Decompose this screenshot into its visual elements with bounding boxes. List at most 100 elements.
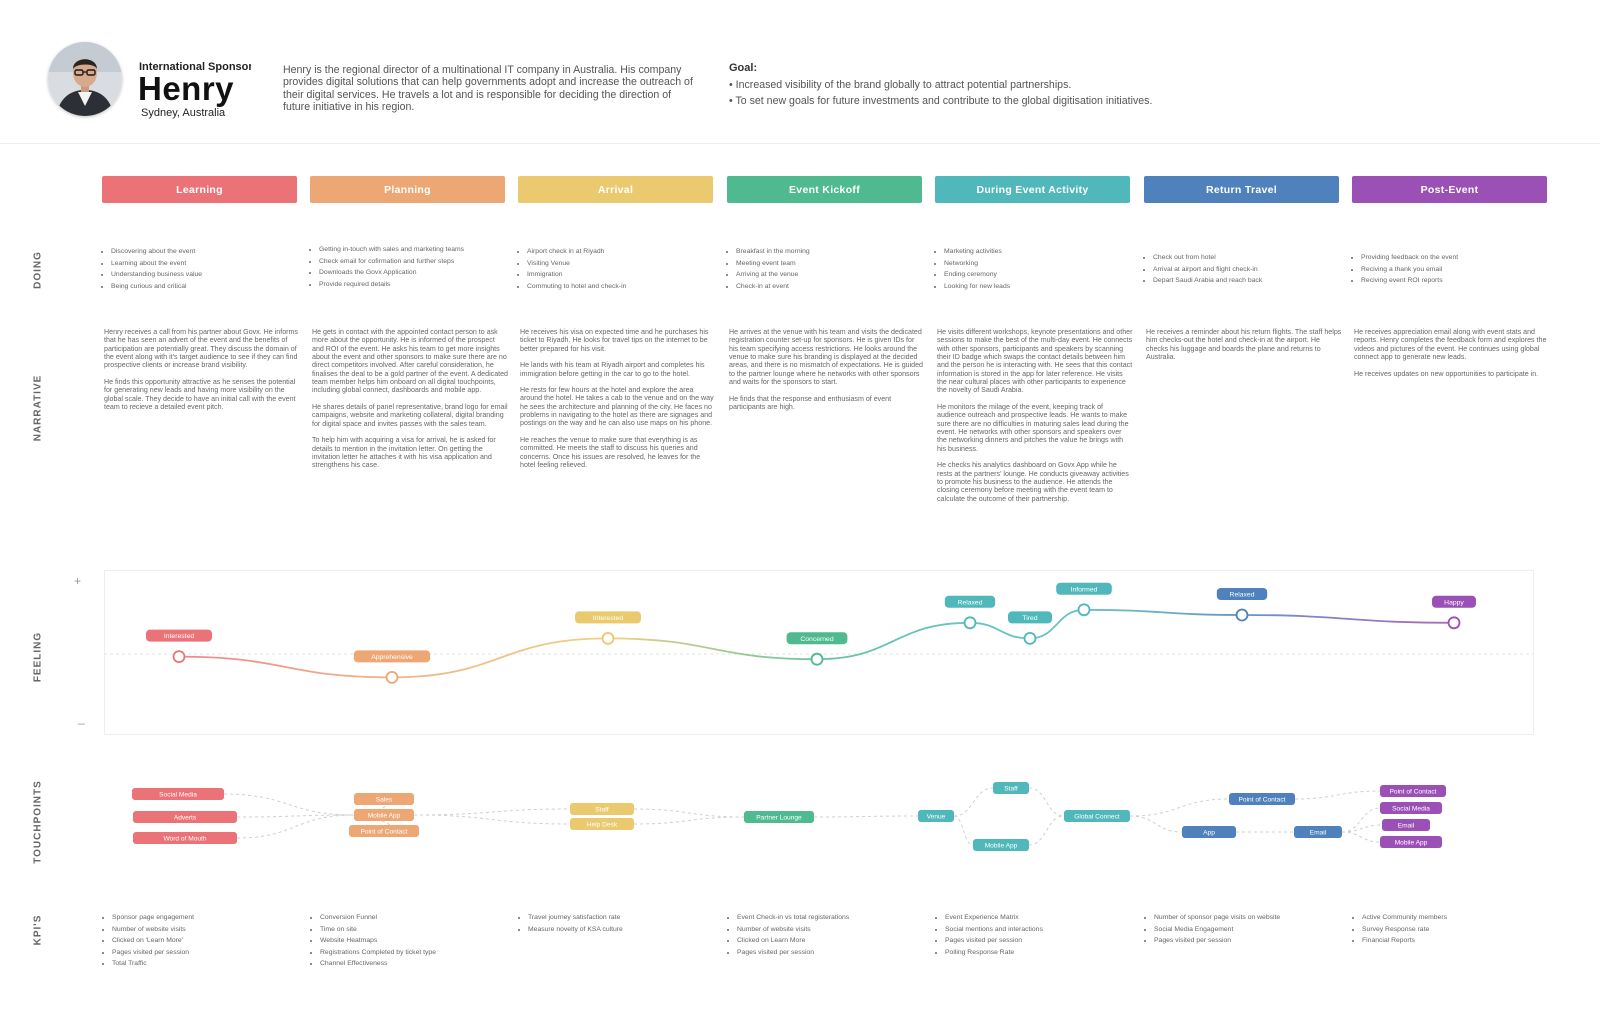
kpi-item: Social mentions and interactions xyxy=(945,924,1123,936)
kpi-item: Survey Response rate xyxy=(1362,924,1540,936)
kpi-item: Event Experience Matrix xyxy=(945,912,1123,924)
doing-item: Breakfast in the morning xyxy=(736,246,922,258)
touchpoint-pill-bg xyxy=(133,832,237,844)
doing-cell: Breakfast in the morningMeeting event te… xyxy=(727,246,922,292)
stage-header: During Event Activity xyxy=(935,176,1130,203)
kpi-cell: Travel journey satisfaction rateMeasure … xyxy=(516,912,706,935)
touchpoint-label: Social Media xyxy=(159,792,197,799)
touchpoint-link xyxy=(1341,824,1383,833)
doing-cell: Airport check in at RiyadhVisiting Venue… xyxy=(518,246,713,292)
doing-cell: Check out from hotelArrival at airport a… xyxy=(1144,252,1339,287)
touchpoint-pill: Venue xyxy=(918,810,954,822)
kpi-item: Pages visited per session xyxy=(112,947,290,959)
kpi-item: Clicked on Learn More xyxy=(737,935,915,947)
touchpoint-label: Help Desk xyxy=(587,822,618,829)
narrative-cell: Henry receives a call from his partner a… xyxy=(104,328,300,419)
touchpoint-pill-bg xyxy=(1380,836,1442,848)
doing-item: Learning about the event xyxy=(111,258,297,270)
touchpoint-pill: Point of Contact xyxy=(1229,793,1295,805)
touchpoint-link xyxy=(353,798,415,816)
touchpoint-pill: Mobile App xyxy=(973,839,1029,851)
doing-item: Depart Saudi Arabia and reach back xyxy=(1153,275,1339,287)
touchpoint-pill-bg xyxy=(744,811,814,823)
touchpoint-link xyxy=(413,814,571,825)
kpi-item: Pages visited per session xyxy=(1154,935,1332,947)
touchpoint-label: Point of Contact xyxy=(361,829,408,836)
kpi-cell: Event Experience MatrixSocial mentions a… xyxy=(933,912,1123,958)
touchpoint-pill: Email xyxy=(1382,819,1430,831)
kpi-cell: Sponsor page engagementNumber of website… xyxy=(100,912,290,970)
touchpoint-label: Staff xyxy=(595,807,609,814)
doing-cell: Providing feedback on the eventReciving … xyxy=(1352,252,1547,287)
doing-item: Meeting event team xyxy=(736,258,922,270)
kpi-item: Number of website visits xyxy=(112,924,290,936)
narrative-paragraph: He receives appreciation email along wit… xyxy=(1354,328,1547,362)
touchpoint-pill-bg xyxy=(354,809,414,821)
doing-item: Arrival at airport and flight check-in xyxy=(1153,264,1339,276)
doing-item: Understanding business value xyxy=(111,269,297,281)
touchpoint-pill-bg xyxy=(1064,810,1130,822)
narrative-paragraph: To help him with acquiring a visa for ar… xyxy=(312,436,496,470)
doing-item: Check email for cofirmation and further … xyxy=(319,256,505,268)
touchpoint-pill: Global Connect xyxy=(1064,810,1130,822)
kpi-item: Channel Effectiveness xyxy=(320,958,498,970)
stage-header: Arrival xyxy=(518,176,713,203)
doing-cell: Discovering about the eventLearning abou… xyxy=(102,246,297,292)
touchpoint-label: Mobile App xyxy=(985,843,1018,850)
touchpoint-link xyxy=(633,808,745,818)
touchpoint-pill: Staff xyxy=(570,803,634,815)
touchpoint-link xyxy=(223,793,355,816)
touchpoint-label: Adverts xyxy=(174,815,197,822)
touchpoint-pill: Point of Contact xyxy=(1380,785,1446,797)
narrative-paragraph: He arrives at the venue with his team an… xyxy=(729,328,924,387)
stage-header: Post-Event xyxy=(1352,176,1547,203)
narrative-paragraph: He gets in contact with the appointed co… xyxy=(312,328,509,395)
kpi-item: Event Check-in vs total registerations xyxy=(737,912,915,924)
touchpoint-pill-bg xyxy=(133,811,237,823)
narrative-paragraph: He visits different workshops, keynote p… xyxy=(937,328,1133,395)
touchpoint-label: Mobile App xyxy=(368,813,401,820)
touchpoint-pill: App xyxy=(1182,826,1236,838)
kpi-item: Number of website visits xyxy=(737,924,915,936)
doing-item: Getting in-touch with sales and marketin… xyxy=(319,244,505,256)
touchpoint-pill: Mobile App xyxy=(354,809,414,821)
touchpoint-pill: Word of Mouth xyxy=(133,832,237,844)
touchpoint-link xyxy=(353,814,420,832)
doing-item: Being curious and critical xyxy=(111,281,297,293)
kpi-item: Registrations Completed by ticket type xyxy=(320,947,498,959)
narrative-paragraph: He receives updates on new opportunities… xyxy=(1354,369,1539,378)
touchpoint-label: Global Connect xyxy=(1074,814,1120,821)
touchpoint-pill-bg xyxy=(1182,826,1236,838)
persona-header: International Sponsor Henry Sydney, Aust… xyxy=(0,0,1600,144)
doing-item: Reciving event ROI reports xyxy=(1361,275,1547,287)
touchpoint-link xyxy=(1028,787,1065,817)
kpi-item: Total Traffic xyxy=(112,958,290,970)
stage-header: Event Kickoff xyxy=(727,176,922,203)
touchpoint-pill: Mobile App xyxy=(1380,836,1442,848)
kpi-item: Measure novelty of KSA culture xyxy=(528,924,706,936)
doing-item: Visiting Venue xyxy=(527,258,713,270)
touchpoint-link xyxy=(236,814,355,839)
goal-item: Increased visibility of the brand global… xyxy=(729,78,1152,94)
touchpoint-pill: Help Desk xyxy=(570,818,634,830)
doing-cell: Marketing activitiesNetworkingEnding cer… xyxy=(935,246,1130,292)
doing-item: Networking xyxy=(944,258,1130,270)
touchpoint-link xyxy=(1028,815,1065,846)
touchpoint-pill: Partner Lounge xyxy=(744,811,814,823)
doing-item: Looking for new leads xyxy=(944,281,1130,293)
touchpoint-label: App xyxy=(1203,830,1215,837)
persona-name: Henry xyxy=(138,70,235,107)
doing-item: Immigration xyxy=(527,269,713,281)
touchpoint-pill-bg xyxy=(1382,819,1430,831)
touchpoint-link xyxy=(1341,807,1381,833)
narrative-paragraph: He checks his analytics dashboard on Gov… xyxy=(937,461,1129,503)
doing-item: Downloads the Govx Application xyxy=(319,267,505,279)
narrative-cell: He receives appreciation email along wit… xyxy=(1354,328,1550,386)
touchpoint-pill: Point of Contact xyxy=(349,825,419,837)
feeling-minus-mark: – xyxy=(78,716,85,730)
narrative-cell: He gets in contact with the appointed co… xyxy=(312,328,508,478)
kpi-cell: Event Check-in vs total registerationsNu… xyxy=(725,912,915,958)
kpi-item: Time on site xyxy=(320,924,498,936)
touchpoint-label: Venue xyxy=(927,814,946,821)
